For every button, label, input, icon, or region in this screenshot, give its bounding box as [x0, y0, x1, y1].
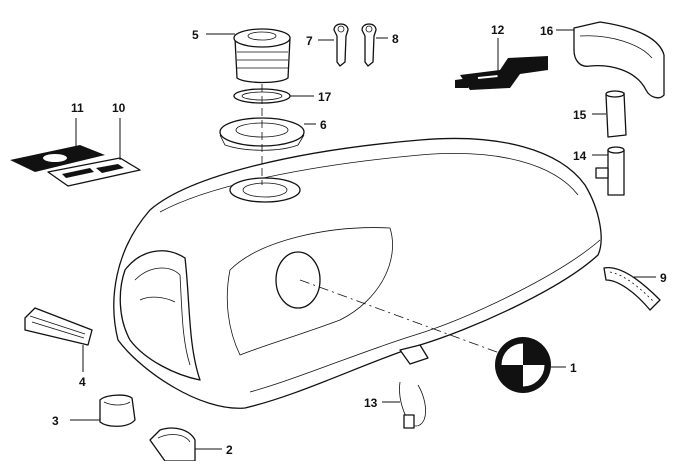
callout-15: 15: [573, 108, 587, 122]
callout-8: 8: [392, 32, 399, 46]
callout-16: 16: [540, 24, 554, 38]
fuel-tank: [113, 137, 602, 409]
callout-5: 5: [192, 28, 199, 42]
part-15-hose: 15: [573, 90, 627, 138]
filler-opening: [229, 177, 301, 203]
callout-14: 14: [573, 149, 587, 163]
callout-10: 10: [112, 101, 126, 115]
part-17-gasket: 17: [233, 88, 332, 104]
callout-9: 9: [660, 271, 667, 285]
callout-7: 7: [306, 34, 313, 48]
part-3-buffer: 3: [52, 394, 136, 428]
part-10-decal: 10: [47, 101, 141, 187]
part-4-grip-strip: 4: [24, 307, 93, 389]
knee-pad-recess: [275, 251, 321, 309]
callout-17: 17: [318, 90, 332, 104]
callout-11: 11: [71, 101, 84, 115]
part-11-decal: 11: [10, 101, 105, 172]
callout-12: 12: [491, 23, 505, 37]
part-13-clip: 13: [364, 381, 426, 429]
callout-4: 4: [79, 375, 86, 389]
part-9-fuel-hose: 9: [603, 267, 667, 311]
part-6-filler-ring: 6: [219, 117, 327, 151]
part-8-key: 8: [361, 23, 399, 67]
callout-3: 3: [52, 414, 59, 428]
part-12-stripe-decal: 12: [455, 23, 548, 90]
callout-2: 2: [226, 443, 233, 457]
part-14-tee-fitting: 14: [573, 146, 625, 196]
part-2-knee-pad: 2: [149, 427, 233, 461]
part-7-key: 7: [306, 23, 349, 67]
part-1-emblem: 1: [495, 337, 577, 393]
callout-13: 13: [364, 396, 378, 410]
part-5-filler-cap: 5: [192, 28, 291, 84]
callout-1: 1: [570, 361, 577, 375]
part-16-tank-pad: 16: [540, 21, 665, 99]
callout-6: 6: [320, 118, 327, 132]
